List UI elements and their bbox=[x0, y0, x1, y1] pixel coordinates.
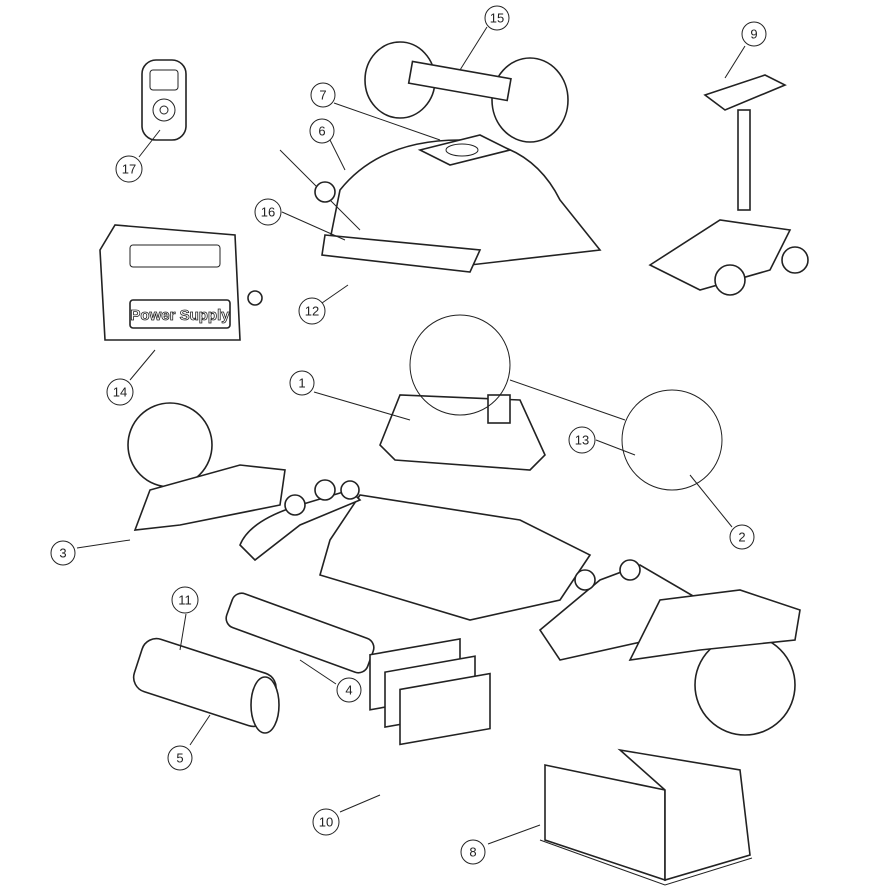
callout-9: 9 bbox=[741, 21, 767, 47]
chassis bbox=[239, 479, 702, 661]
callout-14: 14 bbox=[106, 378, 134, 406]
callout-4: 4 bbox=[336, 677, 362, 703]
motor-unit bbox=[379, 314, 723, 491]
svg-text:8: 8 bbox=[469, 845, 476, 860]
power-supply-label: Power Supply bbox=[130, 307, 230, 324]
filter-basket bbox=[539, 748, 753, 886]
svg-text:4: 4 bbox=[345, 683, 352, 698]
svg-text:12: 12 bbox=[305, 304, 319, 319]
callout-6: 6 bbox=[309, 118, 335, 144]
callout-12: 12 bbox=[298, 297, 326, 325]
callout-15: 15 bbox=[484, 5, 510, 31]
side-panel-left bbox=[127, 402, 286, 531]
remote-control bbox=[141, 59, 187, 141]
callout-7: 7 bbox=[310, 82, 336, 108]
callout-2: 2 bbox=[729, 524, 755, 550]
svg-text:9: 9 bbox=[750, 27, 757, 42]
svg-text:10: 10 bbox=[319, 815, 333, 830]
callout-13: 13 bbox=[568, 426, 596, 454]
callout-16: 16 bbox=[254, 198, 282, 226]
callout-5: 5 bbox=[167, 745, 193, 771]
callout-8: 8 bbox=[460, 839, 486, 865]
filter-panels bbox=[369, 637, 491, 746]
svg-text:5: 5 bbox=[176, 751, 183, 766]
leader-lines bbox=[76, 26, 746, 845]
svg-text:11: 11 bbox=[178, 593, 192, 608]
svg-text:1: 1 bbox=[298, 376, 305, 391]
side-panel-right bbox=[628, 589, 801, 736]
svg-text:15: 15 bbox=[490, 11, 504, 26]
callout-11: 11 bbox=[171, 586, 199, 614]
svg-text:17: 17 bbox=[122, 162, 136, 177]
svg-text:13: 13 bbox=[575, 433, 589, 448]
power-supply: Power Supply bbox=[99, 224, 263, 341]
svg-text:2: 2 bbox=[738, 530, 745, 545]
svg-text:14: 14 bbox=[113, 385, 127, 400]
callout-1: 1 bbox=[289, 370, 315, 396]
svg-text:16: 16 bbox=[261, 205, 275, 220]
brush bbox=[132, 637, 280, 734]
caddy-cart bbox=[648, 74, 809, 296]
callout-17: 17 bbox=[115, 155, 143, 183]
callout-10: 10 bbox=[312, 808, 340, 836]
callout-3: 3 bbox=[50, 540, 76, 566]
roller bbox=[225, 592, 375, 674]
svg-text:3: 3 bbox=[59, 546, 66, 561]
svg-text:6: 6 bbox=[318, 124, 325, 139]
svg-text:7: 7 bbox=[319, 88, 326, 103]
top-housing bbox=[279, 41, 602, 273]
